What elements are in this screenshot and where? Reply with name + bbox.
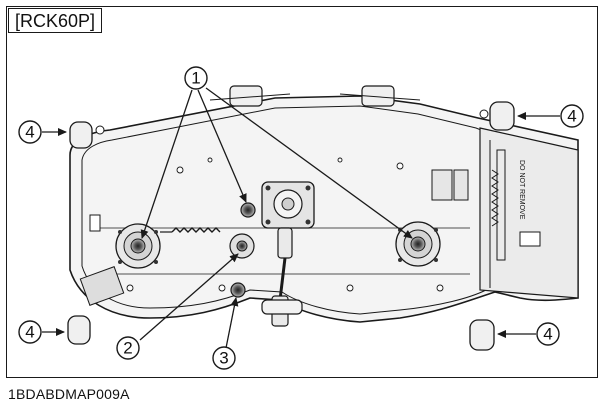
top-brackets <box>209 85 421 107</box>
gauge-wheel-front-left <box>69 121 105 149</box>
idler-bolt <box>230 282 246 298</box>
svg-text:1: 1 <box>191 69 200 88</box>
figure-id: 1BDABDMAP009A <box>8 386 130 402</box>
svg-text:4: 4 <box>25 123 34 142</box>
right-spindle-pulley <box>395 221 441 267</box>
center-bolt <box>240 202 256 218</box>
gauge-wheel-rear-left <box>67 315 91 345</box>
callout-blade-bolts: 1 <box>184 66 208 90</box>
drive-linkage <box>261 227 303 327</box>
svg-text:4: 4 <box>25 323 34 342</box>
svg-text:2: 2 <box>123 339 132 358</box>
deck-decal-right-a <box>431 169 453 201</box>
mower-deck: DO NOT REMOVE <box>69 95 579 323</box>
gauge-wheel-front-right <box>479 101 515 131</box>
deck-decal-left <box>79 266 125 306</box>
callout-gauge-wheel-front-right: 4 <box>560 104 584 128</box>
callout-gauge-wheel-rear-left: 4 <box>18 320 42 344</box>
tension-pulley <box>229 233 255 259</box>
side-spring <box>491 169 499 227</box>
svg-text:4: 4 <box>543 325 552 344</box>
model-tag: [RCK60P] <box>8 8 103 33</box>
svg-text:4: 4 <box>567 107 576 126</box>
callout-leaders <box>42 87 560 349</box>
gauge-wheel-rear-right <box>469 319 495 351</box>
callout-tension-pulley: 2 <box>116 336 140 360</box>
deck-bolts <box>126 157 444 292</box>
left-spindle-pulley <box>115 223 161 269</box>
deck-warning-label: DO NOT REMOVE <box>518 160 525 220</box>
tension-spring <box>171 227 221 233</box>
figure-frame <box>6 6 598 378</box>
callout-idler-bolt: 3 <box>212 346 236 370</box>
callout-gauge-wheel-front-left: 4 <box>18 120 42 144</box>
svg-text:3: 3 <box>219 349 228 368</box>
callout-gauge-wheel-rear-right: 4 <box>536 322 560 346</box>
gearbox <box>261 181 315 229</box>
deck-decal-right-b <box>453 169 469 201</box>
